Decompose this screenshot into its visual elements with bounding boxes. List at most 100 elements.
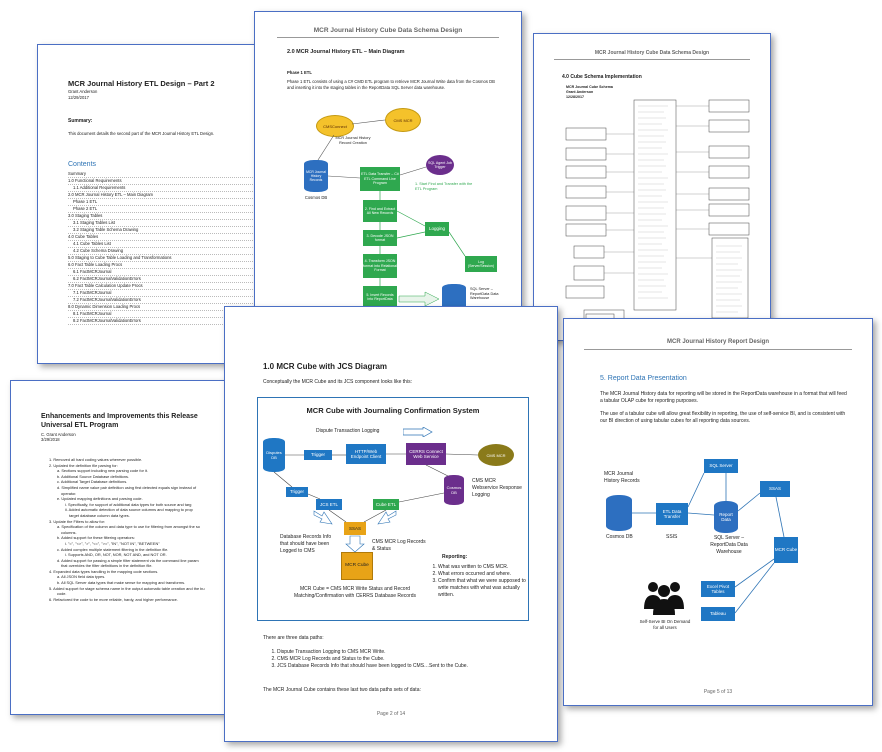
- dispute-logging-label: Dispute Transaction Logging: [316, 428, 380, 434]
- header-rule: [584, 349, 852, 350]
- start-note: 1. Start Find and Transfer with the ETL …: [415, 182, 473, 191]
- toc-entry[interactable]: 8.2 FactMCRJournalValidationErrors: [68, 318, 273, 325]
- list-item: a. All JSON field data types.: [57, 574, 106, 580]
- page-enhancements[interactable]: Enhancements and Improvements this Relea…: [10, 380, 237, 715]
- page-jcs-diagram[interactable]: 1.0 MCR Cube with JCS Diagram Conceptual…: [224, 306, 558, 742]
- list-item: 1. Removed all hard coding values wherev…: [49, 457, 143, 462]
- sql-agent-node: SQL Agent Job Trigger: [426, 155, 454, 175]
- cms-mcr-node: CMS MCR: [385, 108, 421, 132]
- cmsconnect-node: CMSConnect: [316, 115, 354, 137]
- list-item: ii. Added automatic detection of data so…: [65, 507, 193, 513]
- jcs-flow-arrows: [273, 453, 479, 553]
- toc-entry[interactable]: 6.1 FactMCRJournal: [68, 269, 273, 276]
- history-creation-label: MCR Journal History Record Creation: [335, 136, 371, 145]
- toc-entry[interactable]: Summary: [68, 171, 273, 178]
- toc-entry[interactable]: 6.0 Fact Table Loading Procs: [68, 262, 273, 269]
- cosmos-db-label: Cosmos DB: [606, 534, 633, 540]
- list-item: operator.: [61, 490, 77, 496]
- toc-entry[interactable]: Phase 2 ETL: [68, 206, 273, 213]
- list-item: 4. Expanded data types handling in the m…: [49, 568, 159, 574]
- toc-entry[interactable]: 6.2 FactMCRJournalValidationErrors: [68, 276, 273, 283]
- etl-step-5: 5. Insert Records into ReportData: [363, 286, 397, 308]
- page-header: MCR Journal History Cube Data Schema Des…: [313, 27, 463, 34]
- toc-entry[interactable]: 7.1 FactMCRJournal: [68, 290, 273, 297]
- phase-body: Phase 1 ETL consists of using a C# CMD E…: [287, 79, 495, 90]
- report-data-cylinder: Report Data: [714, 501, 738, 533]
- section-heading: 1.0 MCR Cube with JCS Diagram: [263, 362, 388, 371]
- toc-entry[interactable]: 4.1 Cube Tables List: [68, 241, 273, 248]
- toc-entry[interactable]: 8.0 Dynamic Dimension Loading Procs: [68, 304, 273, 311]
- page-header: MCR Journal History Cube Data Schema Des…: [594, 50, 710, 56]
- tableau-node: Tableau: [701, 607, 735, 621]
- reporting-list: What was written to CMS MCR. What errors…: [426, 564, 534, 599]
- toc-entry[interactable]: 3.0 Staging Tables: [68, 213, 273, 220]
- list-item: 5. Added support for stage schema name i…: [49, 585, 205, 591]
- cube-etl: Cube ETL: [373, 499, 399, 510]
- etl-step-4: 4. Transform JSON format into Relational…: [363, 254, 397, 278]
- header-rule: [277, 37, 499, 38]
- logging-node: Logging: [425, 222, 449, 236]
- doc-date: 12/29/2017: [68, 95, 89, 100]
- page-report-design[interactable]: MCR Journal History Report Design 5. Rep…: [563, 318, 873, 706]
- down-arrow-left: [313, 510, 333, 525]
- section-heading: 2.0 MCR Journal History ETL – Main Diagr…: [287, 49, 405, 55]
- dispute-logging-arrow: [403, 427, 433, 437]
- cerrs-connect: CERRS Connect Web Service: [406, 443, 446, 465]
- journal-records-label: MCR Journal History Records: [604, 471, 640, 484]
- list-item: d. Simplified name value pair definition…: [57, 484, 197, 490]
- reporting-item: What errors occurred and where.: [438, 571, 534, 578]
- list-item: i. "=", "<>", ">", "<=", ">=", "IN", "NO…: [65, 540, 160, 546]
- page-etl-design-part2[interactable]: MCR Journal History ETL Design – Part 2 …: [37, 44, 279, 364]
- toc-entry[interactable]: 4.0 Cube Tables: [68, 234, 273, 241]
- log-file-node: Log (Server/Session): [465, 256, 497, 272]
- toc-entry[interactable]: 1.1 Additional Requirements: [68, 185, 273, 192]
- toc-entry[interactable]: 3.2 Staging Table Schema Drawing: [68, 227, 273, 234]
- section-heading: 4.0 Cube Schema Implementation: [562, 74, 642, 80]
- http-client: HTTP/Web Endpoint Client: [346, 444, 386, 464]
- list-item: code.: [57, 591, 67, 597]
- toc-entry[interactable]: 3.1 Staging Tables List: [68, 220, 273, 227]
- cms-mcr-node: CMS MCR: [478, 444, 514, 466]
- ssis-label: SSIS: [666, 534, 678, 540]
- ssas-node: SSAS: [344, 522, 366, 535]
- mcr-cube-node: MCR Cube: [774, 537, 798, 563]
- cms-log-records: CMS MCR Log Records & Status: [372, 539, 426, 552]
- phase-heading: Phase 1 ETL: [287, 70, 312, 75]
- reporting-item: What was written to CMS MCR.: [438, 564, 534, 571]
- section-heading: 5. Report Data Presentation: [600, 375, 687, 382]
- toc-entry[interactable]: 2.0 MCR Journal History ETL – Main Diagr…: [68, 192, 273, 199]
- page-cube-schema[interactable]: MCR Journal History Cube Data Schema Des…: [533, 33, 771, 341]
- toc-entry[interactable]: 5.0 Staging to Cube Table Loading and Tr…: [68, 255, 273, 262]
- toc-entry[interactable]: 1.0 Functional Requirements: [68, 178, 273, 185]
- toc-entry[interactable]: 8.1 FactMCRJournal: [68, 311, 273, 318]
- ssas-node: SSAS: [760, 481, 790, 497]
- page-footer: Page 5 of 13: [703, 689, 733, 695]
- toc-entry[interactable]: 7.0 Fact Table Calculation Update Procs: [68, 283, 273, 290]
- etl-step-2: 2. Find and Extract All New Records: [363, 200, 397, 222]
- list-item: 3. Update the Filters to allow for:: [49, 518, 106, 524]
- paths-intro: There are three data paths:: [263, 635, 324, 641]
- toc-entry[interactable]: 4.2 Cube Schema Drawing: [68, 248, 273, 255]
- list-item: c. Additional Target Database definition…: [57, 479, 128, 485]
- schema-date: 12/28/2017: [566, 95, 584, 99]
- cosmos-db-cylinder: MCR Journal History Records: [304, 160, 328, 192]
- toc-entry[interactable]: Phase 1 ETL: [68, 199, 273, 206]
- list-item: that overrides the filter definitions in…: [61, 563, 153, 569]
- page-schema-design[interactable]: MCR Journal History Cube Data Schema Des…: [254, 11, 522, 313]
- sql-server-node: SQL Server: [704, 459, 738, 473]
- doc-author: C. Grant Anderson: [41, 432, 76, 437]
- list-item: b. Additional Source Database definition…: [57, 473, 130, 479]
- doc-author: Grant Anderson: [68, 89, 98, 94]
- list-item: columns.: [61, 529, 77, 535]
- reporting-item: Confirm that what we were supposed to wr…: [438, 578, 534, 599]
- path-item: JCS Database Records Info that should ha…: [277, 663, 547, 670]
- enhancement-list: 1. Removed all hard coding values wherev…: [49, 457, 234, 602]
- schema-title: MCR Journal Cube Schema: [566, 85, 613, 89]
- cms-logging-label: CMS MCR Webservice Response Logging: [472, 478, 522, 498]
- sql-server-cylinder: [442, 284, 466, 310]
- paths-list: Dispute Transaction Logging to CMS MCR W…: [263, 649, 547, 670]
- toc-entry[interactable]: 7.2 FactMCRJournalValidationErrors: [68, 297, 273, 304]
- list-item: i. Supports AND, OR, NOT, NOR, NOT AND, …: [65, 552, 167, 558]
- cube-schema-drawing: [565, 99, 750, 323]
- list-item: 2. Updated the definition file parsing f…: [49, 462, 118, 468]
